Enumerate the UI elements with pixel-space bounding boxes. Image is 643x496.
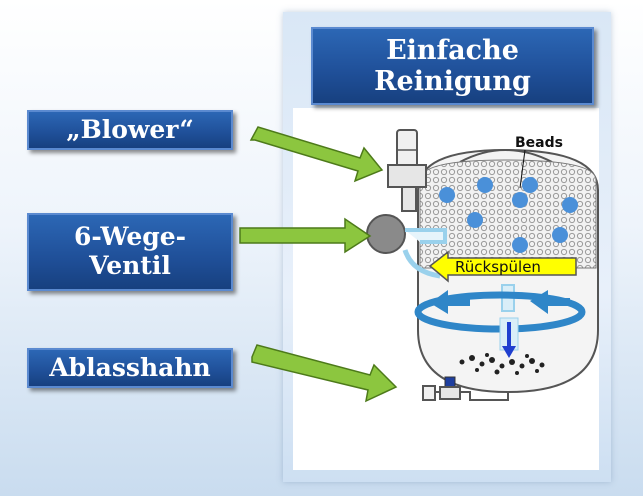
six-way-valve bbox=[366, 214, 406, 254]
bead bbox=[562, 197, 578, 213]
backwash-arrow bbox=[428, 250, 577, 283]
blower-body bbox=[396, 129, 418, 169]
drain-label-box: Ablasshahn bbox=[27, 348, 233, 388]
title-box: Einfache Reinigung bbox=[311, 27, 594, 105]
bead bbox=[439, 187, 455, 203]
valve-pipe bbox=[405, 228, 447, 244]
bead bbox=[512, 192, 528, 208]
flow-arrow-right bbox=[530, 290, 570, 314]
tank-dome bbox=[459, 149, 553, 163]
bead bbox=[477, 177, 493, 193]
bead bbox=[522, 177, 538, 193]
valve-label-line-2: Ventil bbox=[89, 251, 171, 280]
valve-arrow-icon bbox=[239, 217, 372, 254]
bead bbox=[512, 237, 528, 253]
bead bbox=[467, 212, 483, 228]
bead-bed bbox=[419, 159, 597, 269]
valve-label-line-1: 6-Wege- bbox=[73, 222, 187, 252]
blower-label-box: „Blower“ bbox=[27, 110, 233, 150]
title-line-1: Einfache bbox=[386, 34, 519, 66]
bead bbox=[552, 227, 568, 243]
flow-arrow-left bbox=[430, 290, 470, 314]
blower-arrow-icon bbox=[249, 126, 384, 183]
dirt-particles bbox=[459, 353, 545, 375]
beads-pointer bbox=[519, 149, 526, 189]
valve-label-box: 6-Wege- Ventil bbox=[27, 213, 233, 291]
backwash-label: Rückspülen bbox=[455, 258, 541, 276]
drain-arrow-icon bbox=[251, 344, 398, 403]
beads-label: Beads bbox=[515, 135, 563, 151]
blower-base bbox=[387, 164, 427, 188]
blower-label: „Blower“ bbox=[66, 114, 194, 144]
title-line-2: Reinigung bbox=[374, 66, 531, 97]
drain-valve-handle bbox=[444, 376, 456, 388]
drain-label: Ablasshahn bbox=[49, 352, 211, 382]
